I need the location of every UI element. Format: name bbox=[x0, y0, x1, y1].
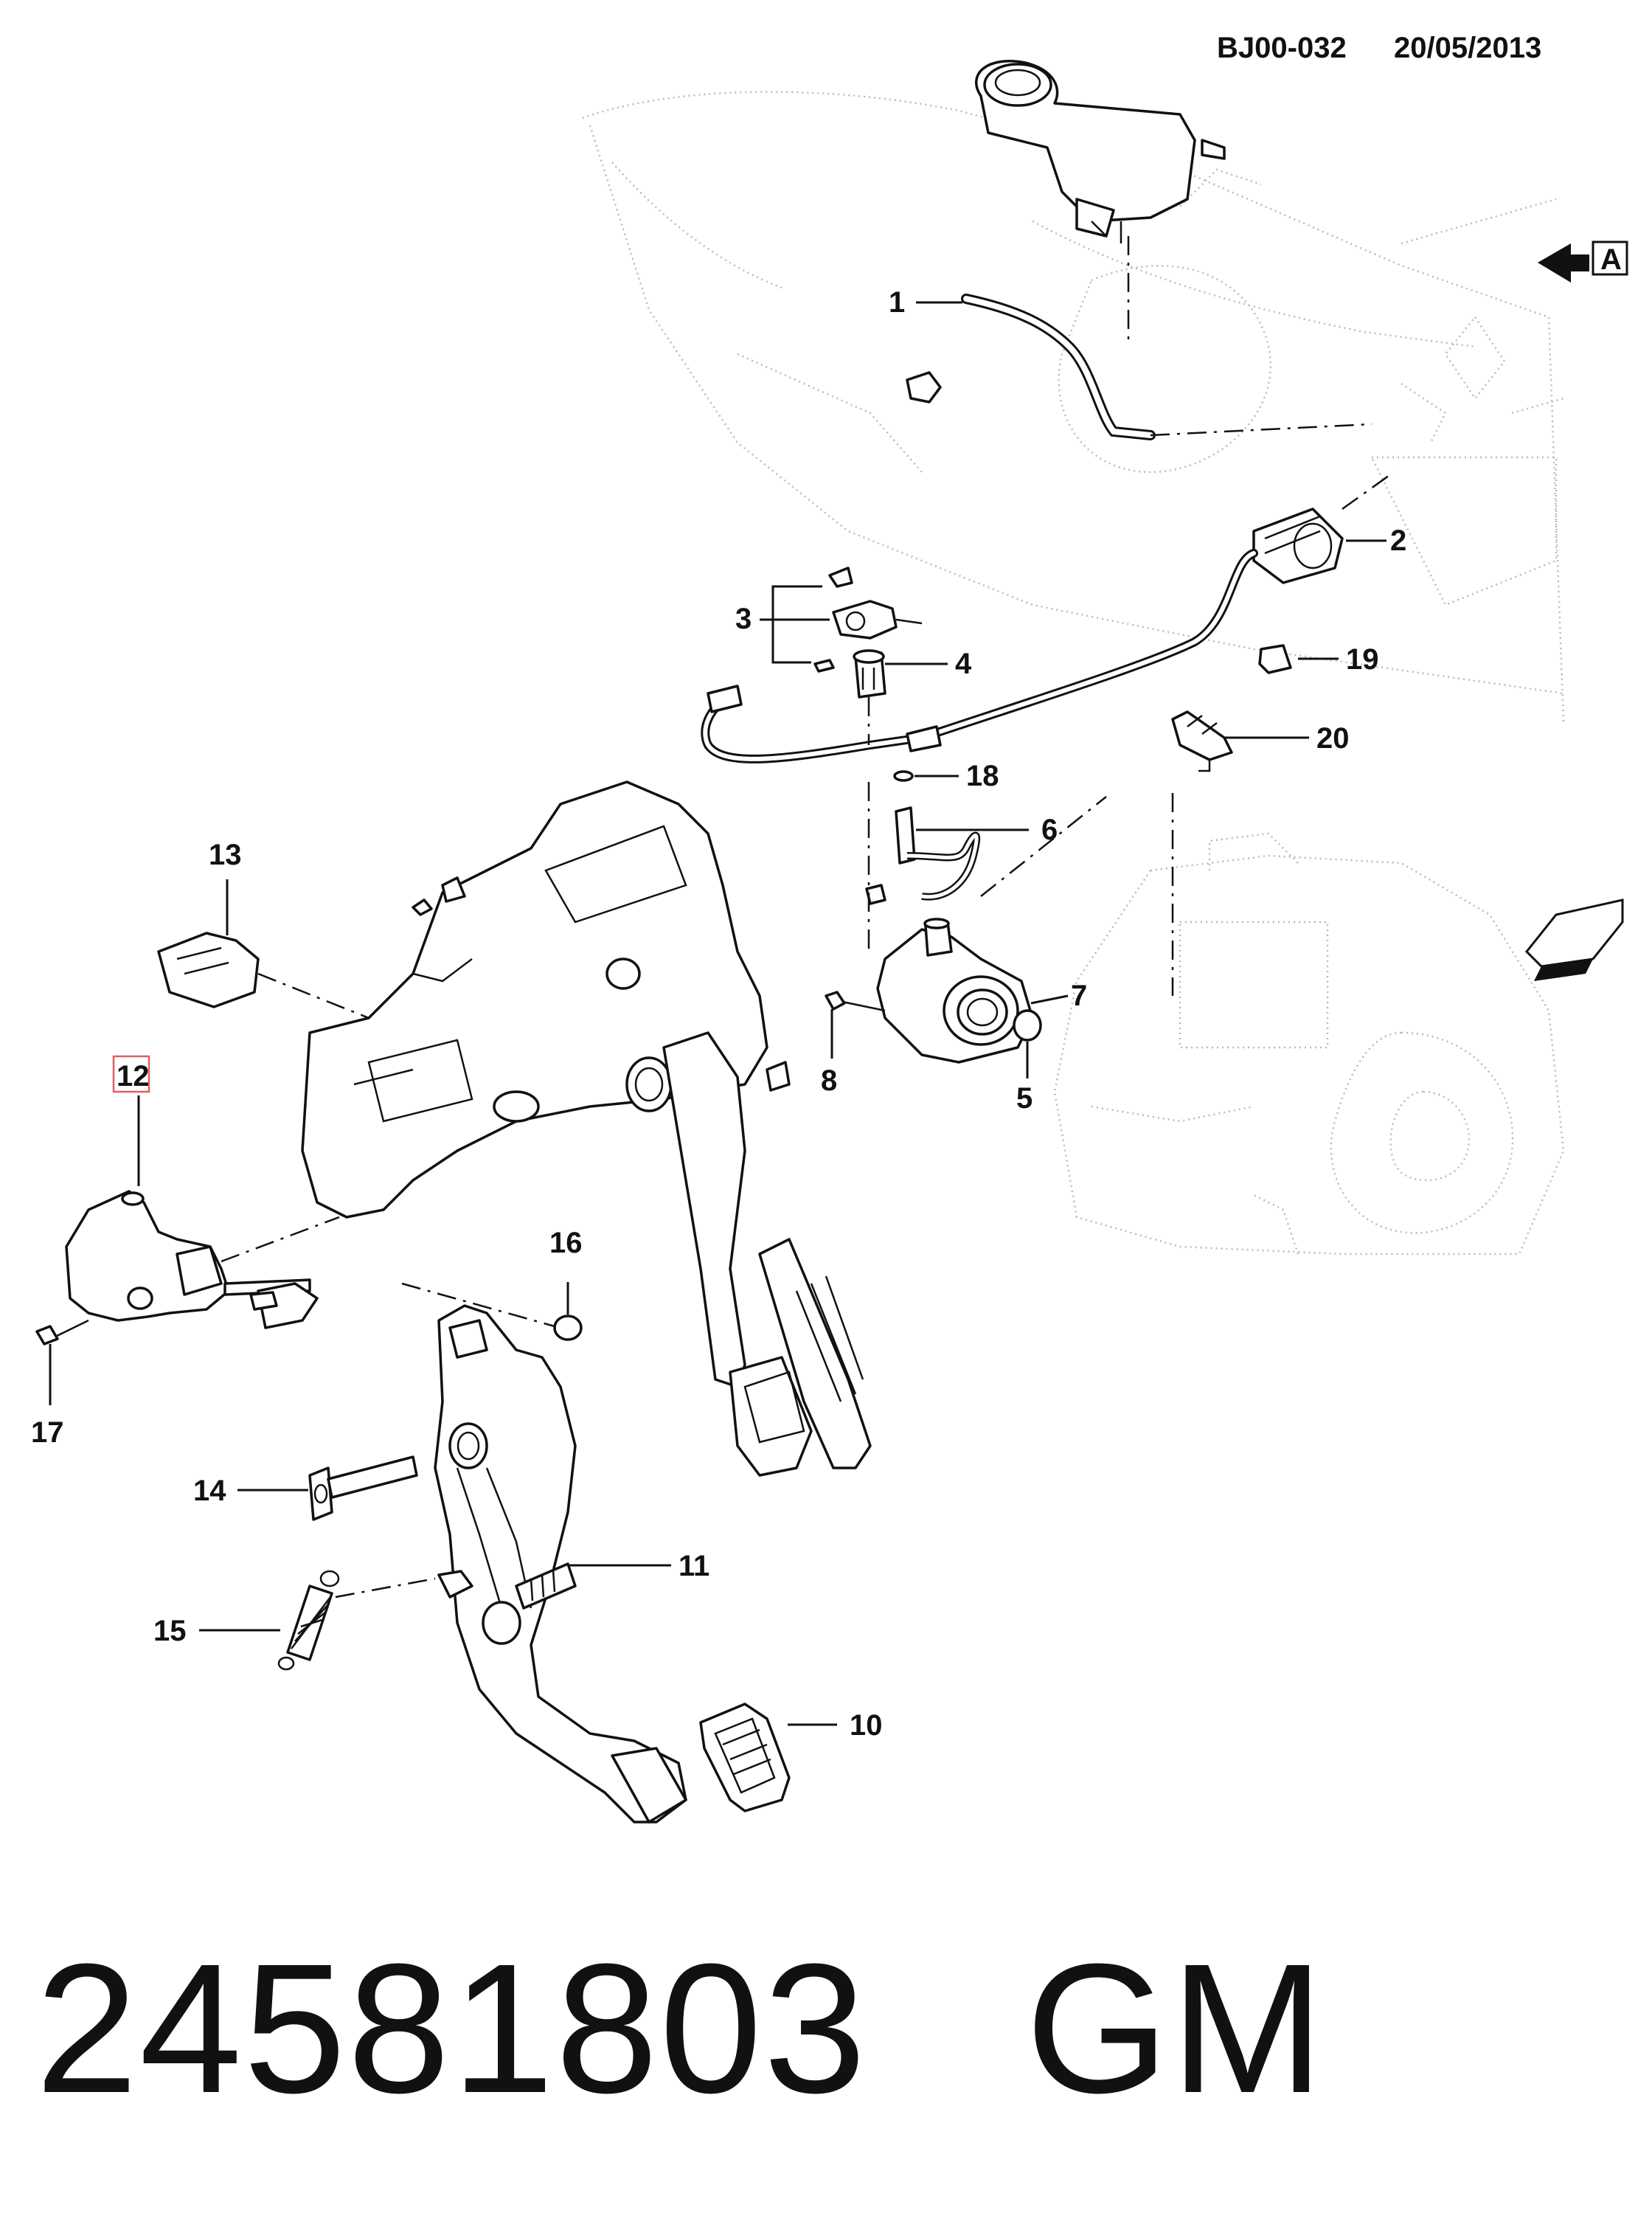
bolt-17 bbox=[35, 1319, 89, 1346]
clutch-pipe bbox=[701, 549, 1258, 763]
highlight-box-12 bbox=[112, 1055, 150, 1093]
return-spring-15 bbox=[277, 1570, 436, 1671]
callout-18: 18 bbox=[966, 760, 999, 792]
pipe-fitting bbox=[853, 649, 886, 745]
callout-20: 20 bbox=[1316, 722, 1350, 755]
hose-clip bbox=[906, 371, 942, 404]
clutch-supply-hose bbox=[961, 294, 1372, 440]
callout-11: 11 bbox=[678, 1550, 709, 1582]
pivot-bolt-14 bbox=[308, 1455, 418, 1521]
callout-5: 5 bbox=[1016, 1082, 1032, 1115]
callout-14: 14 bbox=[193, 1475, 226, 1507]
callout-12: 12 bbox=[117, 1060, 150, 1092]
callout-labels: 1 2 3 4 5 6 7 8 10 11 12 13 14 15 16 17 … bbox=[31, 286, 1406, 1742]
clutch-fluid-reservoir bbox=[975, 60, 1226, 347]
transmission-context bbox=[1053, 832, 1565, 1256]
callout-8: 8 bbox=[821, 1064, 837, 1097]
pedal-box-bracket bbox=[301, 780, 791, 1219]
front-direction-arrow bbox=[1524, 898, 1624, 981]
concentric-slave-cylinder-7 bbox=[876, 918, 1034, 1064]
drawing-date: 20/05/2013 bbox=[1394, 32, 1541, 64]
drawing-code: BJ00-032 bbox=[1217, 32, 1347, 64]
callout-4: 4 bbox=[955, 648, 972, 680]
clutch-pedal-switch-13 bbox=[157, 932, 369, 1019]
clutch-pedal-11 bbox=[434, 1304, 687, 1824]
leader-lines bbox=[49, 301, 1386, 1726]
callout-1: 1 bbox=[889, 286, 905, 319]
bolt-8 bbox=[825, 991, 886, 1012]
callout-7: 7 bbox=[1071, 980, 1087, 1012]
bracket-20 bbox=[1171, 710, 1233, 772]
o-ring-18 bbox=[893, 770, 914, 782]
callout-19: 19 bbox=[1346, 643, 1379, 676]
callout-6: 6 bbox=[1041, 814, 1058, 846]
callout-2: 2 bbox=[1390, 524, 1406, 557]
part-number-title: 24581803 GM bbox=[35, 1936, 1325, 2121]
clutch-pipe-connector bbox=[1252, 471, 1395, 584]
body-panel-context bbox=[582, 91, 1565, 724]
brake-and-accelerator-pedals bbox=[662, 1031, 872, 1477]
bleeder-pipe-6 bbox=[865, 782, 1174, 996]
callout-16: 16 bbox=[549, 1227, 583, 1259]
plug-16 bbox=[401, 1282, 583, 1341]
view-a-arrow: A bbox=[1538, 240, 1628, 283]
view-a-label: A bbox=[1600, 243, 1622, 276]
pipe-clips bbox=[813, 567, 923, 673]
clutch-master-cylinder-12 bbox=[65, 1055, 340, 1329]
retaining-clip-19 bbox=[1258, 644, 1292, 674]
part-number: 24581803 bbox=[35, 1925, 868, 2131]
pedal-pad-10 bbox=[699, 1703, 791, 1812]
seal-ring-5 bbox=[1013, 1009, 1042, 1042]
callout-15: 15 bbox=[153, 1615, 187, 1647]
brand-name: GM bbox=[1025, 1925, 1326, 2131]
callout-3: 3 bbox=[735, 603, 752, 635]
callout-13: 13 bbox=[209, 839, 242, 871]
callout-10: 10 bbox=[850, 1709, 883, 1742]
callout-17: 17 bbox=[31, 1416, 64, 1449]
